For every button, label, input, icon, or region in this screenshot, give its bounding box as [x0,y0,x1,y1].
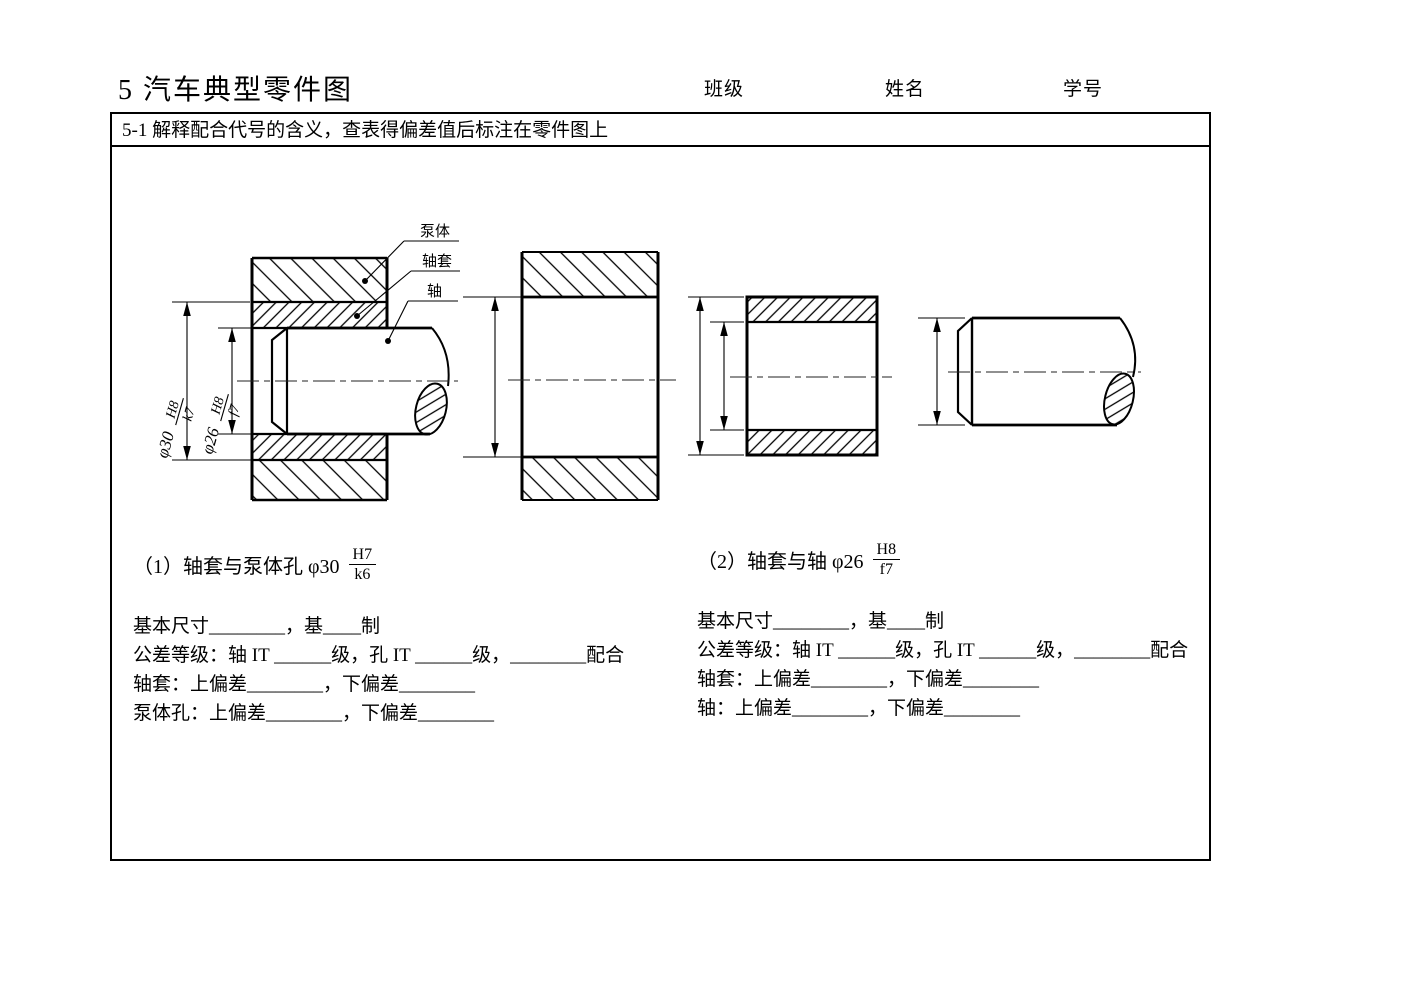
sleeve-hatch-top [252,302,387,328]
task-1-blanks: 基本尺寸________，基____制 公差等级：轴 IT ______级，孔 … [133,612,624,728]
task-2-heading-text: （2）轴套与轴 φ26 [697,551,864,574]
fit-numerator: H8 [872,541,901,560]
fill-line-sleeve-deviation: 轴套：上偏差________，下偏差________ [697,669,1040,690]
leader-dot [354,313,360,319]
student-id-field-label: 学号 [1063,79,1104,100]
pump-body-callout-label: 泵体 [420,223,450,240]
task-2-heading: （2）轴套与轴 φ26 H8 f7 [697,541,901,579]
sleeve-hatch-bottom [252,434,387,460]
assembly-drawing: φ30 H8 k7 φ26 H8 f7 泵体 [153,223,460,502]
fill-line-basic-size: 基本尺寸________，基____制 [133,616,381,637]
task-2-blanks: 基本尺寸________，基____制 公差等级：轴 IT ______级，孔 … [697,607,1188,723]
fill-line-shaft-deviation: 轴：上偏差________，下偏差________ [697,698,1021,719]
shaft-outline [270,326,450,436]
dim-label-phi26-den: f7 [226,402,244,418]
shaft-drawing [918,316,1141,427]
page-title: 5 汽车典型零件图 [118,75,354,106]
leader-dot [362,278,368,284]
task-1-heading-text: （1）轴套与泵体孔 φ30 [133,556,340,579]
callout-pump-body: 泵体 [362,223,459,284]
sleeve-callout-label: 轴套 [422,253,452,270]
fit-numerator: H7 [348,546,377,565]
shaft-break-section [1103,372,1135,426]
fill-line-tolerance-grade: 公差等级：轴 IT ______级，孔 IT ______级，________配… [697,640,1189,661]
sleeve-drawing [688,295,892,457]
pump-body-drawing [463,251,676,501]
dim-label-phi26: φ26 [198,425,224,456]
question-bar-text: 5-1 解释配合代号的含义，查表得偏差值后标注在零件图上 [112,114,1209,147]
shaft-callout-label: 轴 [427,283,442,300]
class-field-label: 班级 [704,79,745,100]
fill-line-pump-hole-deviation: 泵体孔：上偏差________，下偏差________ [133,703,495,724]
fill-line-sleeve-deviation: 轴套：上偏差________，下偏差________ [133,674,476,695]
leader-dot [385,338,391,344]
fill-line-basic-size: 基本尺寸________，基____制 [697,611,945,632]
pump-body-bore-dim [463,296,527,458]
name-field-label: 姓名 [885,79,926,100]
dim-label-phi30: φ30 [153,429,179,460]
fit-denominator: f7 [879,560,893,578]
task-2-fit-code: H8 f7 [872,541,901,579]
technical-drawings-svg: φ30 H8 k7 φ26 H8 f7 泵体 [153,223,1141,502]
fill-line-tolerance-grade: 公差等级：轴 IT ______级，孔 IT ______级，________配… [133,645,625,666]
task-1-fit-code: H7 k6 [348,546,377,584]
fit-denominator: k6 [354,565,371,583]
shaft-break-section [414,382,448,436]
task-1-heading: （1）轴套与泵体孔 φ30 H7 k6 [133,546,377,584]
sleeve-bore-dim [710,321,744,431]
callout-sleeve: 轴套 [354,253,460,319]
question-box: 5-1 解释配合代号的含义，查表得偏差值后标注在零件图上 [110,112,1211,861]
dim-phi26: φ26 H8 f7 [198,327,285,456]
shaft-dia-dim [918,317,965,426]
sleeve-outer-dim [688,296,744,456]
dim-label-phi30-den: k7 [181,405,199,423]
pump-body-hatch-bottom [252,460,387,500]
callout-shaft: 轴 [385,283,458,344]
